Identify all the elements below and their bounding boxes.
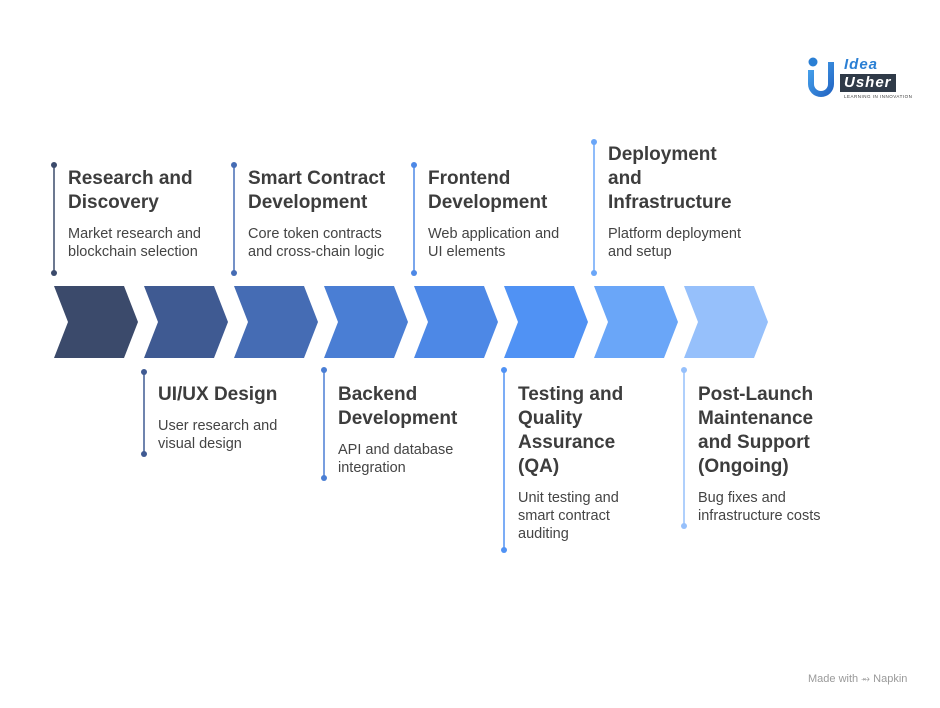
step-title: Research and Discovery (68, 168, 193, 213)
step-description: Unit testing and smart contract auditing (518, 490, 619, 542)
step-ui-ux-design: UI/UX Design User research and visual de… (158, 383, 338, 453)
step-title: Testing and Quality Assurance (QA) (518, 384, 624, 477)
step-backend-development: Backend Development API and database int… (338, 383, 518, 477)
step-description: User research and visual design (158, 418, 278, 452)
made-with-napkin: Made with⥇Napkin (808, 673, 907, 686)
chevron-step-1 (54, 286, 138, 358)
step-title: Deployment and Infrastructure (608, 144, 732, 213)
made-with-text: Made with (808, 673, 859, 685)
connector-dot-6-end (501, 547, 507, 553)
step-frontend-development: Frontend Development Web application and… (428, 167, 608, 261)
connector-dot-5-end (411, 270, 417, 276)
napkin-brand: Napkin (873, 673, 908, 685)
connector-dot-4-start (321, 367, 327, 373)
step-testing-qa: Testing and Quality Assurance (QA) Unit … (518, 383, 698, 543)
step-description: API and database integration (338, 442, 454, 476)
step-description: Bug fixes and infrastructure costs (698, 490, 821, 524)
connector-dot-5-start (411, 162, 417, 168)
connector-dot-2-end (141, 451, 147, 457)
chevron-step-5 (414, 286, 498, 358)
step-description: Platform deployment and setup (608, 226, 741, 260)
step-research-discovery: Research and Discovery Market research a… (68, 167, 248, 261)
step-title: Frontend Development (428, 168, 548, 213)
connector-dot-8-start (681, 367, 687, 373)
connector-dot-1-start (51, 162, 57, 168)
step-description: Core token contracts and cross-chain log… (248, 226, 385, 260)
connector-lines (51, 139, 687, 553)
chevron-step-8 (684, 286, 768, 358)
connector-dot-2-start (141, 369, 147, 375)
step-post-launch-maintenance: Post-Launch Maintenance and Support (Ong… (698, 383, 878, 525)
logo-word-usher: Usher (840, 74, 896, 92)
step-title: Post-Launch Maintenance and Support (Ong… (698, 384, 814, 477)
connector-dot-4-end (321, 475, 327, 481)
step-title: Smart Contract Development (248, 168, 386, 213)
connector-dot-7-end (591, 270, 597, 276)
logo-u-icon (808, 57, 834, 97)
step-smart-contract-development: Smart Contract Development Core token co… (248, 167, 428, 261)
step-description: Web application and UI elements (428, 226, 560, 260)
idea-usher-logo: Idea Usher LEARNING IN INNOVATION (804, 56, 916, 102)
chevron-step-7 (594, 286, 678, 358)
step-title: Backend Development (338, 384, 458, 429)
napkin-icon: ⥇ (861, 673, 870, 685)
connector-dot-7-start (591, 139, 597, 145)
connector-dot-6-start (501, 367, 507, 373)
chevron-step-6 (504, 286, 588, 358)
chevron-step-4 (324, 286, 408, 358)
step-title: UI/UX Design (158, 384, 278, 405)
logo-tagline: LEARNING IN INNOVATION (844, 94, 913, 99)
connector-dot-3-start (231, 162, 237, 168)
chevron-row (54, 286, 768, 358)
chevron-step-2 (144, 286, 228, 358)
chevron-step-3 (234, 286, 318, 358)
step-description: Market research and blockchain selection (68, 226, 201, 260)
logo-word-idea: Idea (844, 56, 879, 73)
connector-dot-3-end (231, 270, 237, 276)
connector-dot-8-end (681, 523, 687, 529)
step-deployment-infrastructure: Deployment and Infrastructure Platform d… (608, 143, 788, 261)
connector-dot-1-end (51, 270, 57, 276)
